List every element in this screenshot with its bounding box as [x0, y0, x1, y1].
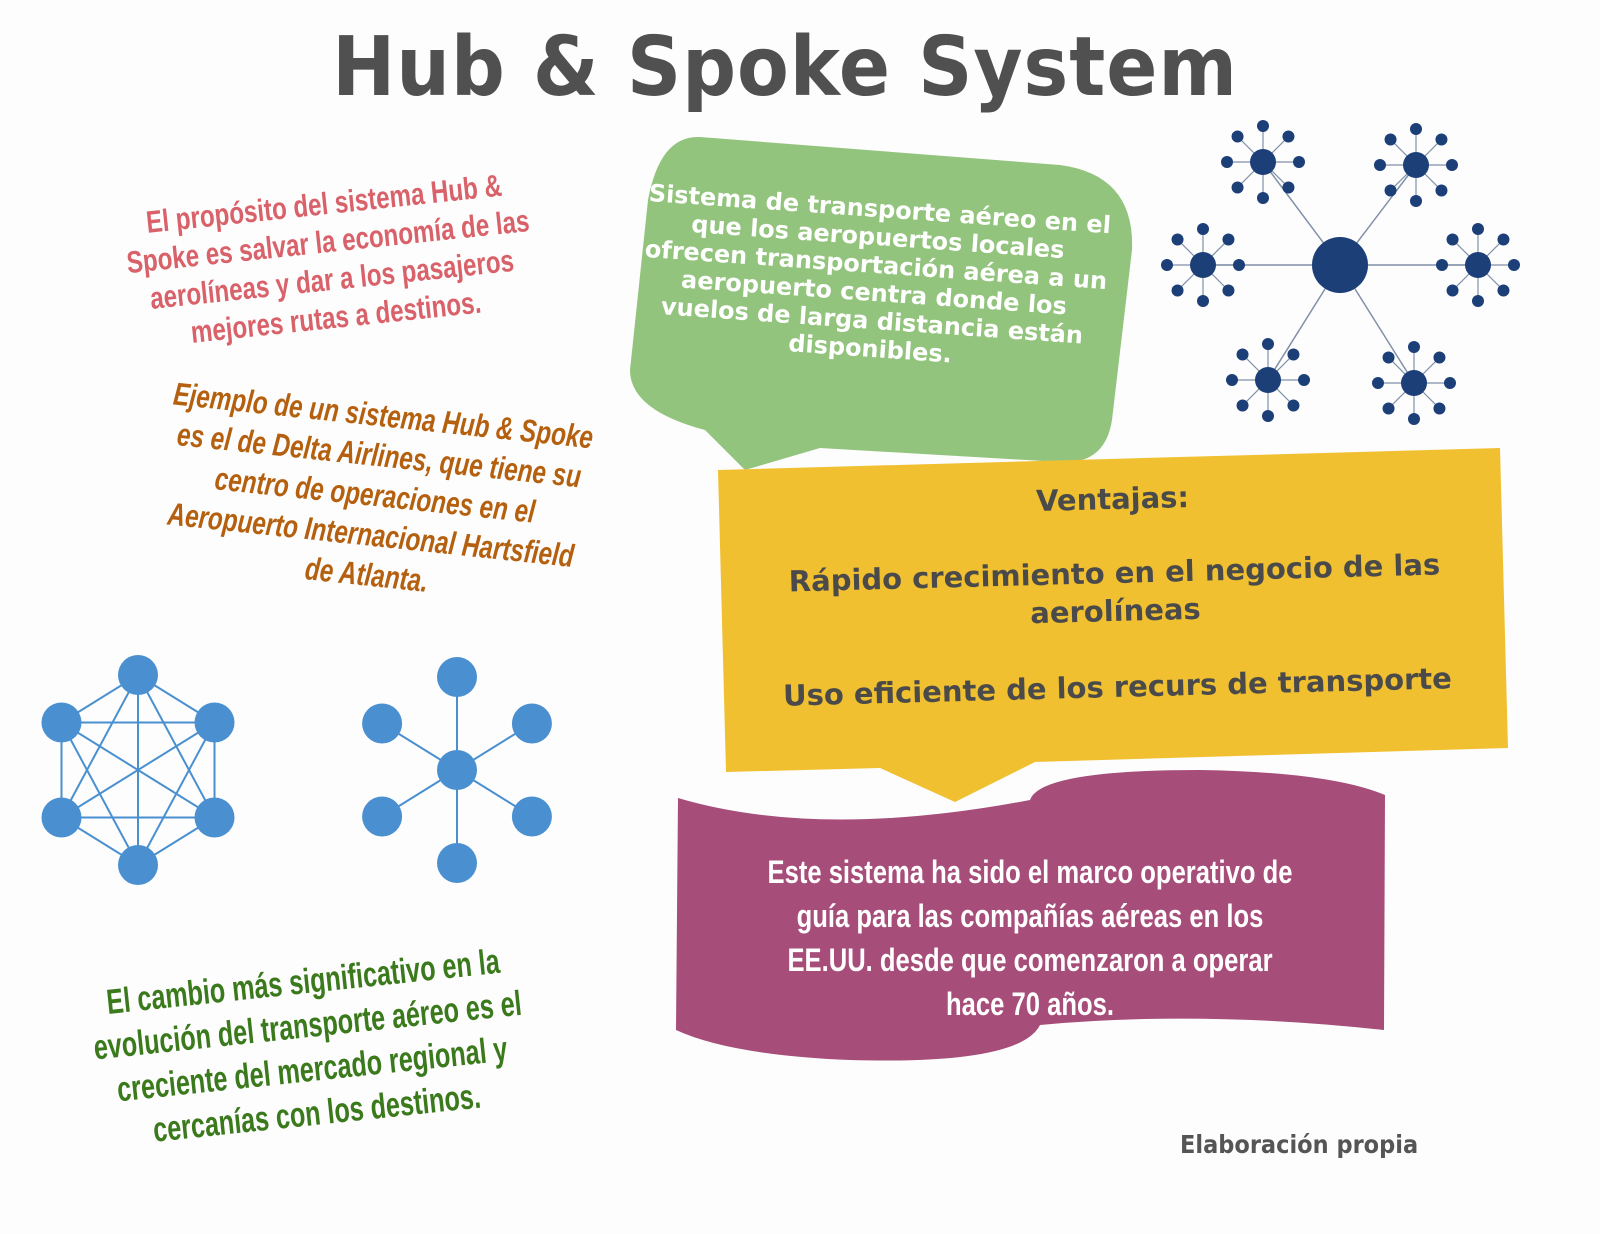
advantages-block: Ventajas: Rápido crecimiento en el negoc…: [727, 470, 1503, 716]
snowflake-leaf-node: [1472, 295, 1484, 307]
snowflake-leaf-node: [1410, 195, 1422, 207]
history-text: Este sistema ha sido el marco operativo …: [767, 854, 1293, 1022]
definition-text: Sistema de transporte aéreo en el que lo…: [643, 179, 1112, 369]
snowflake-subhub: [1250, 149, 1276, 175]
snowflake-leaf-node: [1231, 130, 1244, 143]
green-speech-bubble: [630, 136, 1133, 470]
star-spoke-node: [362, 796, 403, 837]
snowflake-leaf-node: [1236, 348, 1249, 361]
snowflake-leaf-node: [1282, 181, 1295, 194]
snowflake-leaf-node: [1231, 181, 1244, 194]
mesh-node: [194, 702, 235, 743]
snowflake-leaf-node: [1408, 341, 1420, 353]
snowflake-leaf-node: [1287, 399, 1300, 412]
star-spoke-node: [511, 796, 552, 837]
mesh-node: [118, 655, 158, 695]
snowflake-leaf-node: [1435, 133, 1448, 146]
snowflake-leaf-node: [1233, 259, 1245, 271]
mesh-node: [41, 702, 82, 743]
snowflake-subhub: [1403, 152, 1429, 178]
snowflake-leaf-node: [1384, 133, 1397, 146]
mesh-node: [118, 845, 158, 885]
mesh-node: [41, 797, 82, 838]
snowflake-leaf-node: [1287, 348, 1300, 361]
snowflake-leaf-node: [1222, 284, 1235, 297]
yellow-advantages-box: [718, 448, 1508, 802]
hub-spoke-snowflake-diagram: [1161, 120, 1520, 425]
snowflake-leaf-node: [1236, 399, 1249, 412]
snowflake-leaf-node: [1226, 374, 1238, 386]
snowflake-leaf-node: [1372, 377, 1384, 389]
snowflake-leaf-node: [1382, 402, 1395, 415]
snowflake-leaf-node: [1408, 413, 1420, 425]
star-spoke-node: [437, 843, 477, 883]
mesh-edge: [60, 722, 139, 866]
star-hub-node: [437, 750, 477, 790]
snowflake-leaf-node: [1508, 259, 1520, 271]
snowflake-leaf-node: [1221, 156, 1233, 168]
snowflake-leaf-node: [1282, 130, 1295, 143]
snowflake-leaf-node: [1171, 233, 1184, 246]
hub-spoke-network-diagram: [362, 657, 552, 883]
mesh-edge: [60, 721, 216, 819]
snowflake-leaf-node: [1497, 233, 1510, 246]
snowflake-leaf-node: [1197, 295, 1209, 307]
mesh-node: [194, 797, 235, 838]
snowflake-leaf-node: [1197, 223, 1209, 235]
snowflake-subhub: [1401, 370, 1427, 396]
star-spoke-node: [437, 657, 477, 697]
snowflake-leaf-node: [1161, 259, 1173, 271]
purple-banner: [676, 770, 1385, 1061]
snowflake-subhub: [1255, 367, 1281, 393]
snowflake-leaf-node: [1222, 233, 1235, 246]
credit-text: Elaboración propia: [1180, 1130, 1419, 1159]
snowflake-leaf-node: [1374, 159, 1386, 171]
snowflake-leaf-node: [1262, 338, 1274, 350]
snowflake-leaf-node: [1446, 233, 1459, 246]
snowflake-leaf-node: [1257, 192, 1269, 204]
snowflake-leaf-node: [1497, 284, 1510, 297]
snowflake-leaf-node: [1435, 184, 1448, 197]
star-spoke-node: [362, 703, 403, 744]
snowflake-leaf-node: [1472, 223, 1484, 235]
point-to-point-network-diagram: [41, 655, 235, 885]
page-title: Hub & Spoke System: [332, 20, 1238, 115]
snowflake-leaf-node: [1384, 184, 1397, 197]
snowflake-leaf-node: [1257, 120, 1269, 132]
snowflake-leaf-node: [1171, 284, 1184, 297]
snowflake-leaf-node: [1410, 123, 1422, 135]
snowflake-leaf-node: [1293, 156, 1305, 168]
snowflake-leaf-node: [1446, 159, 1458, 171]
snowflake-leaf-node: [1298, 374, 1310, 386]
snowflake-subhub: [1190, 252, 1216, 278]
snowflake-leaf-node: [1433, 402, 1446, 415]
snowflake-leaf-node: [1446, 284, 1459, 297]
snowflake-leaf-node: [1436, 259, 1448, 271]
snowflake-leaf-node: [1382, 351, 1395, 364]
snowflake-leaf-node: [1433, 351, 1446, 364]
snowflake-hub: [1312, 237, 1368, 293]
snowflake-leaf-node: [1262, 410, 1274, 422]
snowflake-leaf-node: [1444, 377, 1456, 389]
star-spoke-node: [511, 703, 552, 744]
snowflake-subhub: [1465, 252, 1491, 278]
